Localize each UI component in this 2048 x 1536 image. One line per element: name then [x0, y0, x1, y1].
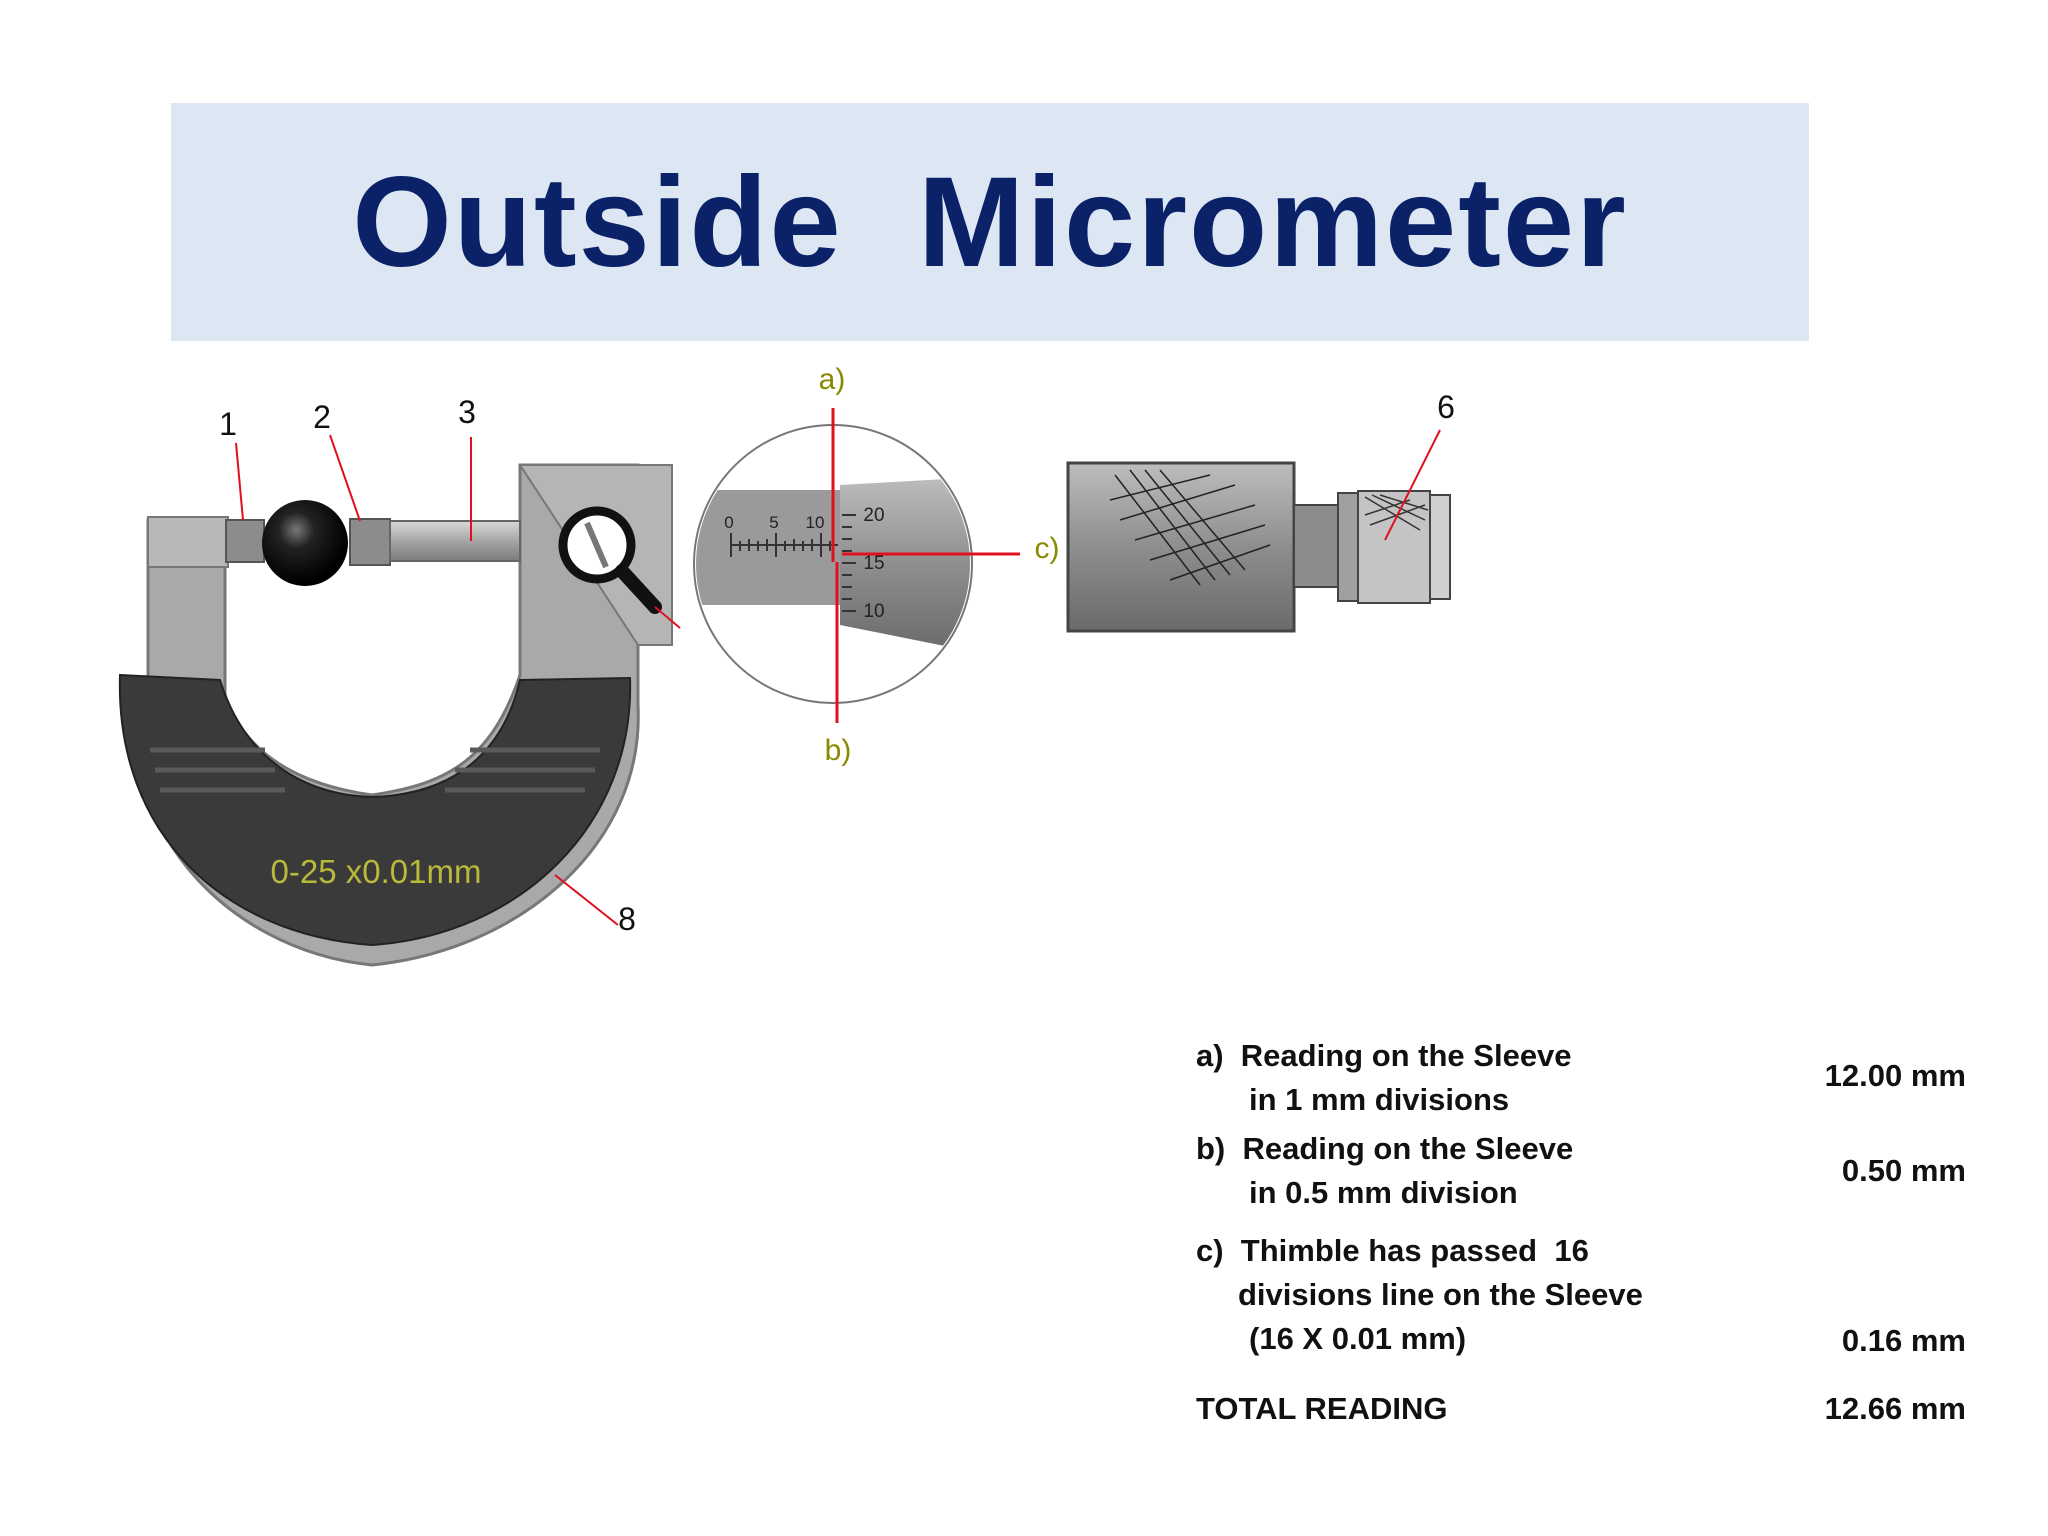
reading-b-label-line2: in 0.5 mm division [1249, 1175, 1518, 1210]
sleeve-zoom [696, 490, 840, 605]
sleeve-tick-label: 10 [806, 513, 825, 532]
part-label-3: 3 [458, 394, 476, 430]
sleeve-tick-label: 0 [724, 513, 733, 532]
reading-c-value: 0.16 mm [1841, 1323, 1966, 1358]
part-label-1: 1 [219, 406, 237, 442]
frame-range-text: 0-25 x0.01mm [271, 853, 482, 890]
anvil-holder [147, 516, 229, 568]
part-label-8: 8 [618, 901, 636, 937]
grip-stripes [150, 747, 600, 793]
thimble-tick-label: 10 [863, 601, 884, 622]
sleeve-tick-label: 5 [769, 513, 778, 532]
part-leader-lines [235, 429, 1441, 926]
total-reading-value: 12.66 mm [1824, 1391, 1966, 1426]
total-reading-label: TOTAL READING [1196, 1391, 1448, 1426]
ratchet-collar [1337, 492, 1359, 602]
anvil [225, 519, 265, 563]
thimble-knurl [1109, 469, 1271, 586]
reading-b-label-line1: b) Reading on the Sleeve [1196, 1131, 1574, 1166]
reading-c-label-line3: (16 X 0.01 mm) [1249, 1321, 1467, 1356]
thimble-ticks [842, 514, 856, 612]
thimble-assembly [1066, 461, 1451, 633]
sleeve-ticks [730, 533, 838, 557]
micrometer-diagram: 0-25 x0.01mm [118, 363, 1455, 967]
measured-ball [262, 500, 348, 586]
thimble-zoom [840, 477, 970, 653]
magnifier-icon [558, 506, 681, 629]
reading-calculation: a) Reading on the Sleeve in 1 mm divisio… [1196, 1035, 1966, 1435]
callout-b: b) [825, 734, 852, 767]
reading-c-label-line2: divisions line on the Sleeve [1238, 1277, 1643, 1312]
part-label-6: 6 [1437, 389, 1455, 425]
page-title: Outside Micrometer [352, 150, 1628, 294]
reading-b-value: 0.50 mm [1841, 1153, 1966, 1188]
reading-a-label-line1: a) Reading on the Sleeve [1196, 1038, 1572, 1073]
thimble-neck [1293, 504, 1339, 588]
micrometer-frame: 0-25 x0.01mm [118, 463, 673, 967]
reading-c-label-line1: c) Thimble has passed 16 [1196, 1233, 1589, 1268]
frame-grip [118, 673, 632, 947]
spindle [389, 520, 521, 562]
thimble [1066, 461, 1296, 633]
thimble-tick-label: 20 [863, 505, 884, 526]
thimble-tick-label: 15 [863, 553, 884, 574]
callout-a: a) [819, 363, 846, 396]
reading-a-value: 12.00 mm [1824, 1058, 1966, 1093]
reading-a-label-line2: in 1 mm divisions [1249, 1082, 1510, 1117]
ratchet-cap [1429, 494, 1451, 600]
callout-c: c) [1035, 532, 1060, 565]
title-banner: Outside Micrometer [171, 103, 1809, 341]
zoomed-scale-view: 0 5 10 20 15 10 [693, 424, 973, 704]
callout-lines [831, 408, 1020, 723]
part-label-2: 2 [313, 399, 331, 435]
spindle-face [349, 518, 391, 566]
